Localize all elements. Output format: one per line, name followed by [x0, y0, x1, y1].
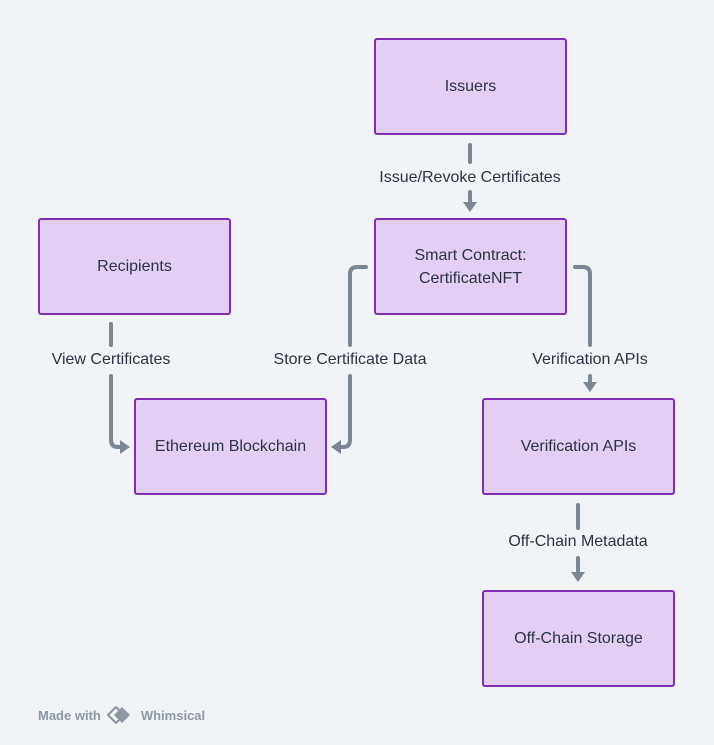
- node-offchain-label: Off-Chain Storage: [514, 630, 643, 647]
- made-with-whimsical[interactable]: Made with Whimsical: [38, 706, 205, 724]
- node-offchain-storage[interactable]: Off-Chain Storage: [482, 590, 675, 687]
- made-with-label: Made with: [38, 707, 101, 723]
- arrowhead-ethereum-left: [120, 440, 130, 454]
- node-verification-label: Verification APIs: [520, 438, 637, 455]
- connector-recipients-lower: [109, 374, 122, 449]
- whimsical-logo-icon: [106, 706, 130, 724]
- connector-store-upper: [348, 265, 368, 347]
- arrowhead-contract: [463, 202, 477, 212]
- arrowhead-verification: [583, 382, 597, 392]
- whimsical-brand-label: Whimsical: [140, 707, 206, 723]
- edge-label-store-certificate-data: Store Certificate Data: [273, 351, 427, 368]
- node-issuers-label: Issuers: [444, 78, 497, 95]
- node-smart-contract-line2: CertificateNFT: [418, 269, 523, 287]
- node-smart-contract[interactable]: Smart Contract: CertificateNFT: [374, 218, 567, 315]
- node-recipients[interactable]: Recipients: [38, 218, 231, 315]
- node-ethereum-blockchain[interactable]: Ethereum Blockchain: [134, 398, 327, 495]
- edge-label-verification-apis: Verification APIs: [532, 351, 648, 368]
- arrowhead-offchain: [571, 572, 585, 582]
- node-issuers[interactable]: Issuers: [374, 38, 567, 135]
- arrowhead-ethereum-right: [331, 440, 341, 454]
- node-recipients-label: Recipients: [97, 258, 172, 275]
- edge-label-view-certificates: View Certificates: [51, 351, 171, 368]
- node-verification-apis[interactable]: Verification APIs: [482, 398, 675, 495]
- edge-label-offchain-metadata: Off-Chain Metadata: [508, 533, 648, 550]
- node-ethereum-label: Ethereum Blockchain: [154, 438, 307, 455]
- edge-label-issue-revoke: Issue/Revoke Certificates: [379, 169, 561, 186]
- connector-verification-upper: [573, 265, 592, 347]
- connector-store-lower: [339, 374, 352, 449]
- node-smart-contract-line1: Smart Contract:: [414, 246, 527, 264]
